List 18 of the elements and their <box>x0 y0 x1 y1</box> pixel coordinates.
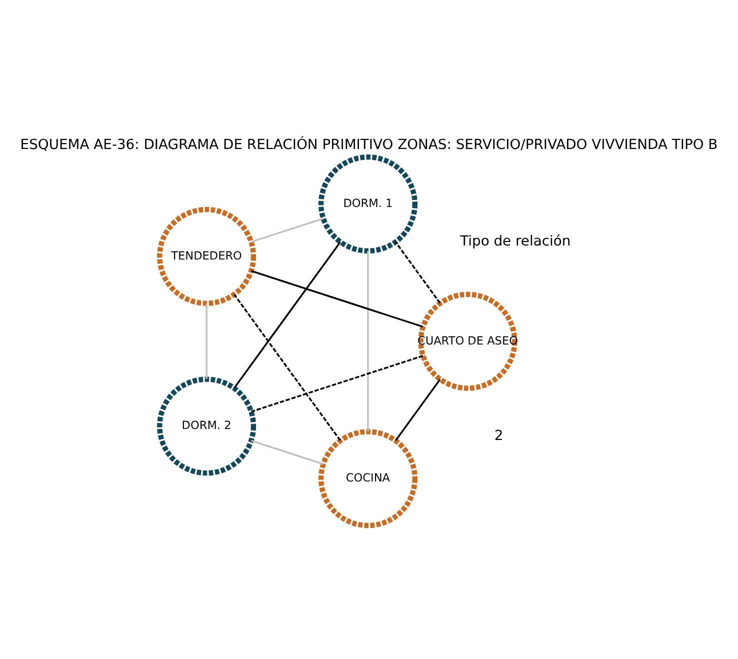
connector <box>367 250 369 431</box>
connector <box>206 302 208 378</box>
connector <box>251 354 424 412</box>
node-circle: TENDEDERO <box>157 206 256 306</box>
connector <box>234 293 341 440</box>
connector <box>251 270 424 328</box>
node-circle: DORM. 1 <box>318 154 418 254</box>
connector <box>234 241 341 388</box>
label: Tipo de relación <box>460 233 571 250</box>
connector <box>251 439 324 464</box>
diagram-title: ESQUEMA AE-36: DIAGRAMA DE RELACIÓN PRIMITIVO ZONAS: SERVICIO/PRIVADO VIVVIENDA TIPO B <box>20 136 718 153</box>
connector <box>394 241 441 304</box>
connector <box>395 378 441 440</box>
node-circle: COCINA <box>318 428 418 528</box>
label: 2 <box>494 428 504 444</box>
node-circle: CUARTO DE ASEO <box>418 291 518 390</box>
connector <box>251 217 324 242</box>
node-circle: DORM. 2 <box>157 376 256 476</box>
